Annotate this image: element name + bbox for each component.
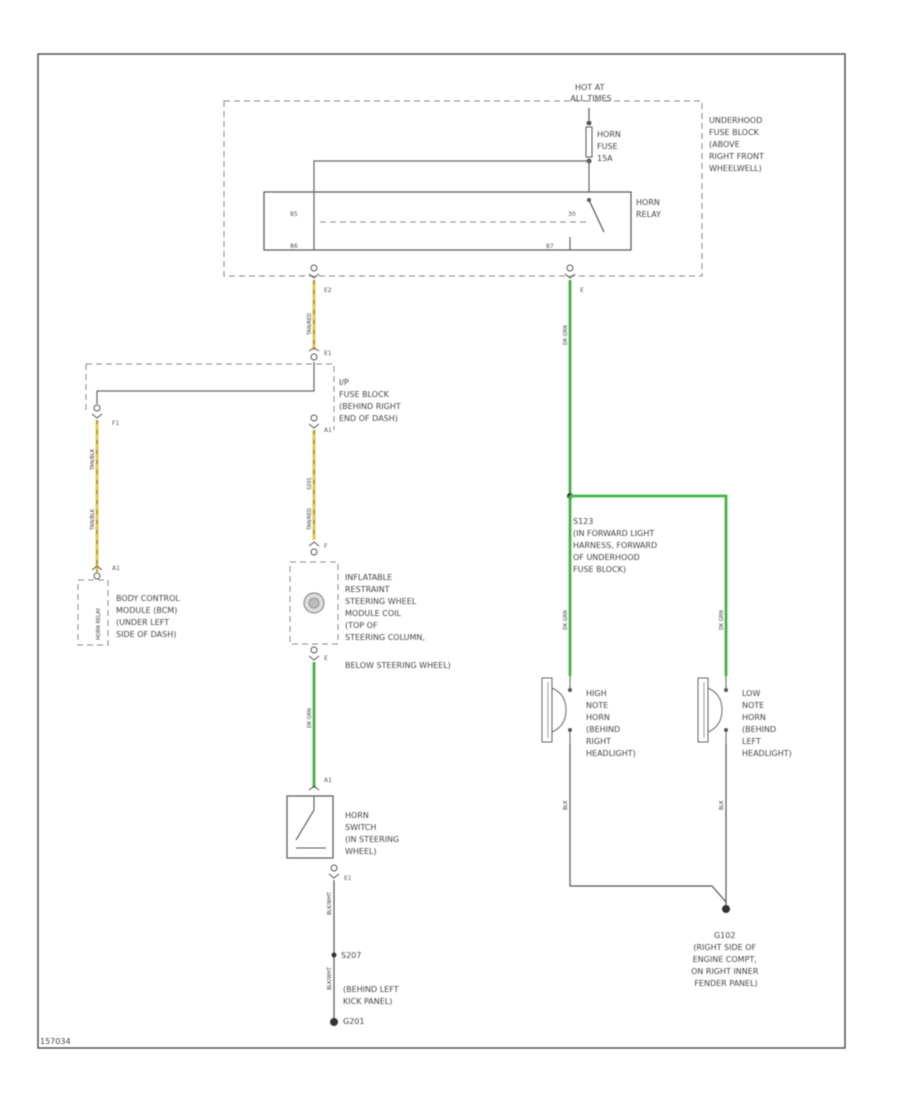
low-note-horn-symbol	[697, 676, 728, 744]
fuse-feed-wire	[313, 160, 589, 192]
ip-fuse-connector-left	[91, 404, 103, 419]
ip-fuse-connector-top	[308, 347, 320, 361]
relay-pin-30: 30	[568, 211, 576, 218]
relay-switch-arm	[588, 199, 605, 233]
ip-fuse-block-box	[86, 363, 335, 430]
wire-label-blk-wht-1: BLK/WHT	[327, 891, 333, 915]
horn-fuse	[585, 108, 593, 164]
wire-label-tan-blk-2: TAN/BLK	[90, 508, 96, 531]
wire-label-dk-grn-2: DK GRN	[307, 708, 313, 728]
horn-switch-connector-bottom	[328, 864, 340, 879]
diagram-frame	[37, 53, 846, 1049]
relay-87-connector	[564, 264, 576, 279]
horn-fuse-label: HORN FUSE 15A	[597, 130, 623, 163]
relay-pin-86: 86	[290, 243, 298, 250]
bcm-horn-relay-side-label: HORN RELAY	[96, 607, 102, 640]
ip-fuse-connector-bottom	[308, 414, 320, 429]
splice-s123-label: S123 (IN FORWARD LIGHT HARNESS, FORWARD …	[573, 517, 660, 574]
footer-code: 157034	[40, 1037, 71, 1046]
connector-pin-a1-switch: A1	[324, 777, 332, 784]
bcm-label: BODY CONTROL MODULE (BCM) (UNDER LEFT SI…	[116, 594, 182, 639]
sir-coil-connector-bottom	[308, 646, 320, 661]
connector-pin-a1-upper: A1	[324, 427, 332, 434]
connector-pin-e1-switch: E1	[344, 875, 352, 882]
connector-pin-e: E	[580, 287, 584, 294]
underhood-fuse-block-box	[223, 100, 703, 277]
splice-s207-label: S207	[341, 951, 361, 960]
bcm-box	[77, 579, 109, 646]
high-note-horn-symbol	[541, 676, 572, 744]
s207-splice-dot	[331, 952, 337, 958]
sir-coil-label: INFLATABLE RESTRAINT STEERING WHEEL MODU…	[345, 573, 451, 670]
connector-pin-f: F	[324, 543, 328, 550]
horn-relay-label: HORN RELAY	[636, 198, 662, 219]
wire-label-blk-wht-2: BLK/WHT	[327, 966, 333, 990]
blk-wire-high-horn	[569, 744, 727, 903]
splice-s201-label: S201	[307, 477, 313, 490]
hot-at-all-times-label: HOT AT ALL TIMES	[570, 83, 611, 103]
connector-pin-f1: F1	[112, 420, 119, 427]
wire-label-tan-blk-1: TAN/BLK	[90, 448, 96, 471]
high-note-horn-label: HIGH NOTE HORN (BEHIND RIGHT HEADLIGHT)	[586, 689, 636, 758]
horn-switch-connector-top	[308, 785, 320, 791]
wire-label-dk-grn-1: DK GRN	[563, 325, 569, 345]
ground-g102-dot	[722, 905, 730, 913]
wire-label-blk-1: BLK	[563, 800, 569, 810]
horn-switch-arm	[295, 809, 315, 841]
ip-fuse-block-label: I/P FUSE BLOCK (BEHIND RIGHT END OF DASH…	[339, 378, 403, 423]
s201-splice-bus	[96, 362, 315, 404]
wire-label-dk-grn-4: DK GRN	[719, 610, 725, 630]
underhood-fuse-block-label: UNDERHOOD FUSE BLOCK (ABOVE RIGHT FRONT …	[709, 116, 766, 173]
connector-pin-a1-bcm: A1	[112, 565, 120, 572]
sir-coil-connector-top	[308, 541, 320, 556]
horn-switch-box	[286, 795, 334, 859]
wire-label-blk-2: BLK	[719, 800, 725, 810]
wire-label-dk-grn-3: DK GRN	[563, 610, 569, 630]
connector-pin-e1: E1	[324, 350, 332, 357]
bcm-connector	[91, 565, 103, 580]
ground-g201-label: (BEHIND LEFT KICK PANEL) G201	[343, 985, 401, 1026]
relay-contact	[587, 198, 591, 202]
relay-pin-85: 85	[290, 211, 298, 218]
sir-coil-box	[289, 561, 339, 645]
ground-g201-dot	[330, 1018, 338, 1026]
wire-label-tan-red-2: TAN/RED	[307, 508, 313, 531]
low-note-horn-label: LOW NOTE HORN (BEHIND LEFT HEADLIGHT)	[742, 689, 792, 758]
wire-label-tan-red-1: TAN/RED	[307, 313, 313, 336]
relay-86-connector	[308, 264, 320, 279]
horn-relay-box	[263, 191, 632, 251]
connector-pin-e-sir: E	[324, 655, 328, 662]
relay-pin-87: 87	[546, 243, 554, 250]
ground-g102-label: G102 (RIGHT SIDE OF ENGINE COMPT, ON RIG…	[691, 931, 761, 988]
connector-pin-e2: E2	[324, 287, 332, 294]
horn-switch-label: HORN SWITCH (IN STEERING WHEEL)	[345, 811, 402, 856]
